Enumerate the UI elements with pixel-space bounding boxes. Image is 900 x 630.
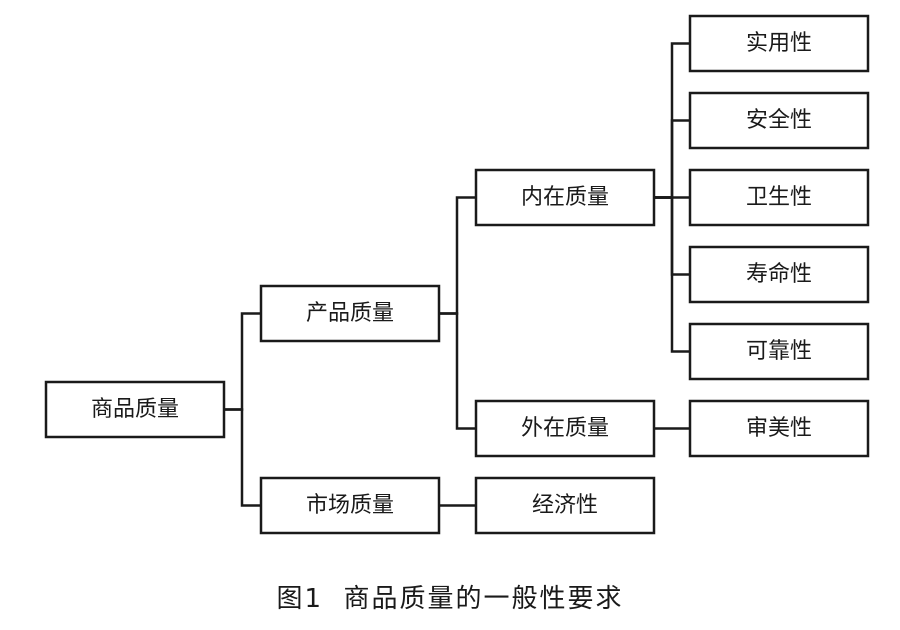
connector-root-to-product_quality xyxy=(224,312,261,411)
node-intrinsic-quality: 内在质量 xyxy=(474,168,656,227)
node-durability-label: 寿命性 xyxy=(746,262,812,287)
node-safety: 安全性 xyxy=(688,91,870,150)
node-market-quality-label: 市场质量 xyxy=(306,493,394,518)
connector-intrinsic_quality-to-reliability xyxy=(654,196,690,353)
node-market-quality: 市场质量 xyxy=(259,476,441,535)
quality-tree-diagram: 商品质量 产品质量 市场质量 内在质量 外在质量 经济性 实用性 安全性 卫生性… xyxy=(44,14,870,535)
connector-root-to-market_quality xyxy=(224,408,261,507)
node-aesthetics: 审美性 xyxy=(688,399,870,458)
connector-product_quality-to-intrinsic_quality xyxy=(439,196,476,315)
node-economy-label: 经济性 xyxy=(532,493,598,518)
node-intrinsic-quality-label: 内在质量 xyxy=(521,185,609,210)
node-safety-label: 安全性 xyxy=(746,108,812,133)
node-hygiene-label: 卫生性 xyxy=(746,185,812,210)
connector-lines xyxy=(224,42,690,507)
node-practicality: 实用性 xyxy=(688,14,870,73)
node-practicality-label: 实用性 xyxy=(746,31,812,56)
node-hygiene: 卫生性 xyxy=(688,168,870,227)
node-durability: 寿命性 xyxy=(688,245,870,304)
node-root: 商品质量 xyxy=(44,380,226,439)
node-reliability: 可靠性 xyxy=(688,322,870,381)
node-product-quality: 产品质量 xyxy=(259,284,441,343)
node-reliability-label: 可靠性 xyxy=(746,339,812,364)
node-product-quality-label: 产品质量 xyxy=(306,301,394,326)
connector-intrinsic_quality-to-safety xyxy=(654,119,690,199)
node-extrinsic-quality: 外在质量 xyxy=(474,399,656,458)
node-aesthetics-label: 审美性 xyxy=(746,416,812,441)
connector-product_quality-to-extrinsic_quality xyxy=(439,312,476,430)
node-root-label: 商品质量 xyxy=(91,397,179,422)
node-extrinsic-quality-label: 外在质量 xyxy=(521,416,609,441)
node-economy: 经济性 xyxy=(474,476,656,535)
figure-caption: 图1 商品质量的一般性要求 xyxy=(276,584,624,614)
